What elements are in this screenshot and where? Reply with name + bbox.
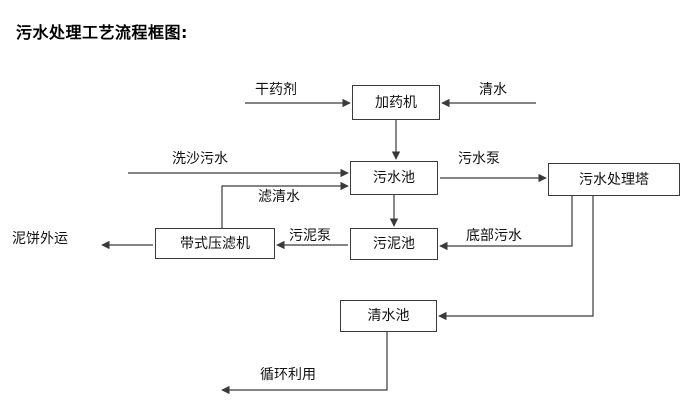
edge-label-filtered-clear-water: 滤清水: [258, 189, 300, 205]
edge-treatment-tower-to-clear-water-pool: [438, 196, 594, 321]
node-sewage-pool[interactable]: 污水池: [350, 161, 438, 195]
edge-label-sludge-pump: 污泥泵: [289, 228, 331, 244]
node-label: 加药机: [375, 94, 417, 111]
node-sewage-treatment-tower[interactable]: 污水处理塔: [548, 163, 680, 196]
edge-bottom-sewage-to-sludge-pool: [439, 196, 573, 251]
node-dosing-machine[interactable]: 加药机: [352, 85, 440, 120]
edge-clear-water-pool-to-recycling: [221, 332, 388, 395]
edge-label-recycling-reuse: 循环利用: [260, 367, 316, 383]
node-label: 清水池: [367, 308, 410, 324]
edge-filtered-water-to-sewage-pool: [221, 181, 349, 228]
terminal-label-mud-cake-transport: 泥饼外运: [12, 231, 68, 247]
edge-label-sand-washing-wastewater: 洗沙污水: [172, 151, 228, 167]
edge-label-dry-chemical: 干药剂: [255, 82, 297, 98]
page-title: 污水处理工艺流程框图:: [16, 23, 188, 42]
node-label: 污水池: [373, 170, 415, 186]
edge-label-clean-water: 清水: [479, 82, 507, 98]
node-clear-water-pool[interactable]: 清水池: [340, 300, 437, 332]
node-sludge-pool[interactable]: 污泥池: [350, 228, 438, 260]
node-label: 污水处理塔: [579, 171, 649, 188]
node-label: 带式压滤机: [180, 235, 250, 252]
node-label: 污泥池: [373, 236, 415, 252]
node-belt-filter-press[interactable]: 带式压滤机: [155, 228, 275, 259]
edge-label-bottom-sewage: 底部污水: [466, 228, 522, 244]
edge-label-sewage-pump: 污水泵: [458, 151, 500, 167]
